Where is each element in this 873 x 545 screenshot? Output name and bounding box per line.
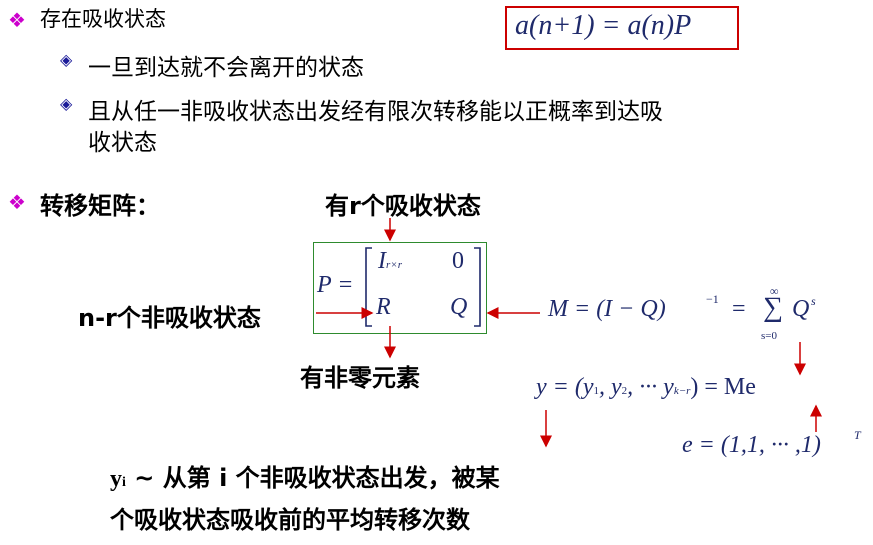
bullet-sub-2-line1: 且从任一非吸收状态出发经有限次转移能以正概率到达吸 (88, 99, 663, 125)
diamond-icon: ◈ (60, 94, 73, 113)
annotation-nonzero: 有非零元素 (300, 364, 420, 392)
annotation-r-absorbing: 有r个吸收状态 (325, 192, 481, 220)
recurrence-formula: a(n+1) = a(n)P (515, 10, 692, 41)
matrix-brackets (365, 247, 481, 327)
M-formula: M = (I − Q) −1 = ∞ ∑ s=0 Q s (548, 284, 816, 342)
y-formula: y = (y1, y2, ··· yk−r) = Me (536, 374, 756, 400)
matrix-I: Ir×r (378, 248, 402, 274)
bullet-sub-2-line2: 收状态 (88, 130, 157, 156)
diamond-cluster-icon: ❖ (8, 190, 26, 214)
matrix-P-label: P = (317, 272, 354, 298)
diamond-icon: ◈ (60, 50, 73, 69)
matrix-Q: Q (450, 294, 468, 320)
bullet-main-1: 存在吸收状态 (40, 7, 166, 31)
e-formula: e = (1,1, ··· ,1) T (682, 428, 861, 458)
diamond-cluster-icon: ❖ (8, 8, 26, 32)
recurrence-formula-box: a(n+1) = a(n)P (505, 6, 739, 50)
matrix-R: R (376, 294, 391, 320)
annotation-n-minus-r: n-r个非吸收状态 (78, 304, 261, 332)
yi-description-line2: 个吸收状态吸收前的平均转移次数 (110, 506, 470, 534)
matrix-box (313, 242, 487, 334)
yi-description-line1: yi ~ 从第 i 个非吸收状态出发，被某 (110, 464, 500, 492)
bullet-main-2: 转移矩阵： (40, 192, 160, 220)
matrix-zero: 0 (452, 248, 464, 274)
bullet-sub-1: 一旦到达就不会离开的状态 (88, 55, 364, 81)
